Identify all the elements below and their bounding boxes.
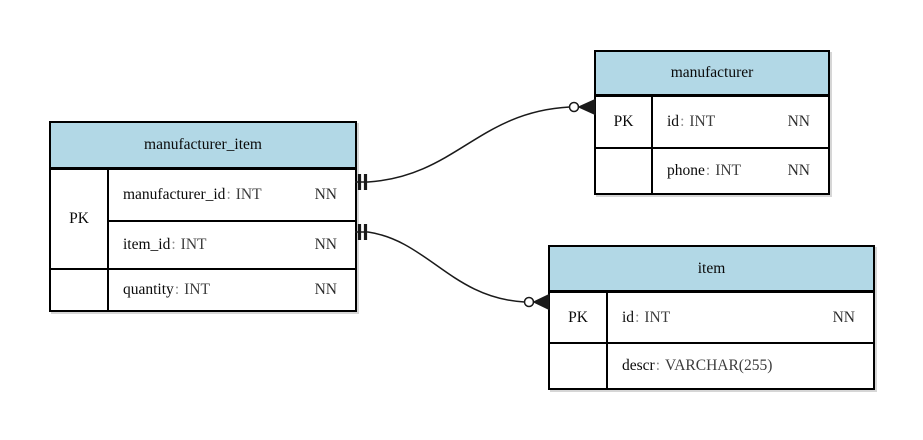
colon-separator: :	[171, 236, 176, 253]
table-title: manufacturer	[670, 64, 754, 81]
colon-separator: :	[655, 357, 661, 374]
column-row-id[interactable]: id:INT NN	[653, 97, 828, 147]
zero-or-many-crowfoot-icon	[523, 293, 550, 311]
column-type: VARCHAR(255)	[665, 357, 773, 374]
pk-label: PK	[568, 308, 588, 326]
not-null-flag: NN	[787, 113, 810, 130]
column-name: quantity	[123, 281, 174, 298]
column-row-item_id[interactable]: item_id:INT NN	[109, 220, 355, 268]
colon-separator: :	[680, 113, 685, 130]
column-row-id[interactable]: id:INT NN	[608, 293, 873, 342]
column-name: descr	[622, 357, 655, 374]
pk-cell: PK	[550, 293, 608, 342]
not-null-flag: NN	[787, 162, 810, 179]
column-row-quantity[interactable]: quantity:INT NN	[109, 268, 355, 310]
column-name: item_id	[123, 236, 171, 253]
entity-table-manufacturer[interactable]: manufacturer PK id:INT NN phone:INT NN	[594, 50, 830, 195]
column-name: id	[622, 308, 635, 326]
table-header-manufacturer[interactable]: manufacturer	[596, 52, 828, 97]
relationship-line[interactable]	[355, 106, 570, 183]
colon-separator: :	[635, 308, 640, 326]
column-row-manufacturer_id[interactable]: manufacturer_id:INT NN	[109, 170, 355, 220]
one-and-only-one-icon	[357, 224, 368, 240]
relationship-manufacturer_item-to-item[interactable]	[355, 224, 550, 311]
pk-label: PK	[69, 210, 89, 227]
zero-or-many-crowfoot-icon	[568, 98, 596, 116]
column-name: manufacturer_id	[123, 186, 226, 203]
colon-separator: :	[226, 186, 231, 203]
pk-cell: PK	[596, 97, 653, 147]
not-null-flag: NN	[314, 186, 337, 203]
pk-cell-empty	[51, 268, 109, 310]
column-type: INT	[235, 186, 262, 203]
column-row-phone[interactable]: phone:INT NN	[653, 147, 828, 193]
column-type: INT	[644, 308, 671, 326]
colon-separator: :	[705, 162, 711, 179]
entity-table-item[interactable]: item PK id:INT NN descr:VARCHAR(255)	[548, 245, 875, 390]
one-and-only-one-icon	[357, 174, 368, 190]
table-header-manufacturer_item[interactable]: manufacturer_item	[51, 123, 355, 170]
relationship-manufacturer_item-to-manufacturer[interactable]	[355, 98, 596, 191]
relationship-line[interactable]	[355, 231, 525, 303]
column-name: phone	[667, 162, 705, 179]
table-title: manufacturer_item	[144, 136, 262, 153]
column-name: id	[667, 113, 680, 130]
pk-cell-empty	[596, 147, 653, 193]
column-row-descr[interactable]: descr:VARCHAR(255)	[608, 342, 873, 388]
table-title: item	[697, 259, 726, 277]
pk-label: PK	[613, 113, 634, 130]
not-null-flag: NN	[832, 308, 855, 326]
entity-table-manufacturer_item[interactable]: manufacturer_item PK manufacturer_id:INT…	[49, 121, 357, 312]
column-type: INT	[184, 281, 210, 298]
pk-cell: PK	[51, 170, 109, 268]
column-type: INT	[715, 162, 742, 179]
column-type: INT	[180, 236, 207, 253]
colon-separator: :	[174, 281, 180, 298]
not-null-flag: NN	[314, 281, 337, 298]
table-header-item[interactable]: item	[550, 247, 873, 293]
not-null-flag: NN	[314, 236, 337, 253]
pk-cell-empty	[550, 342, 608, 388]
column-type: INT	[689, 113, 716, 130]
